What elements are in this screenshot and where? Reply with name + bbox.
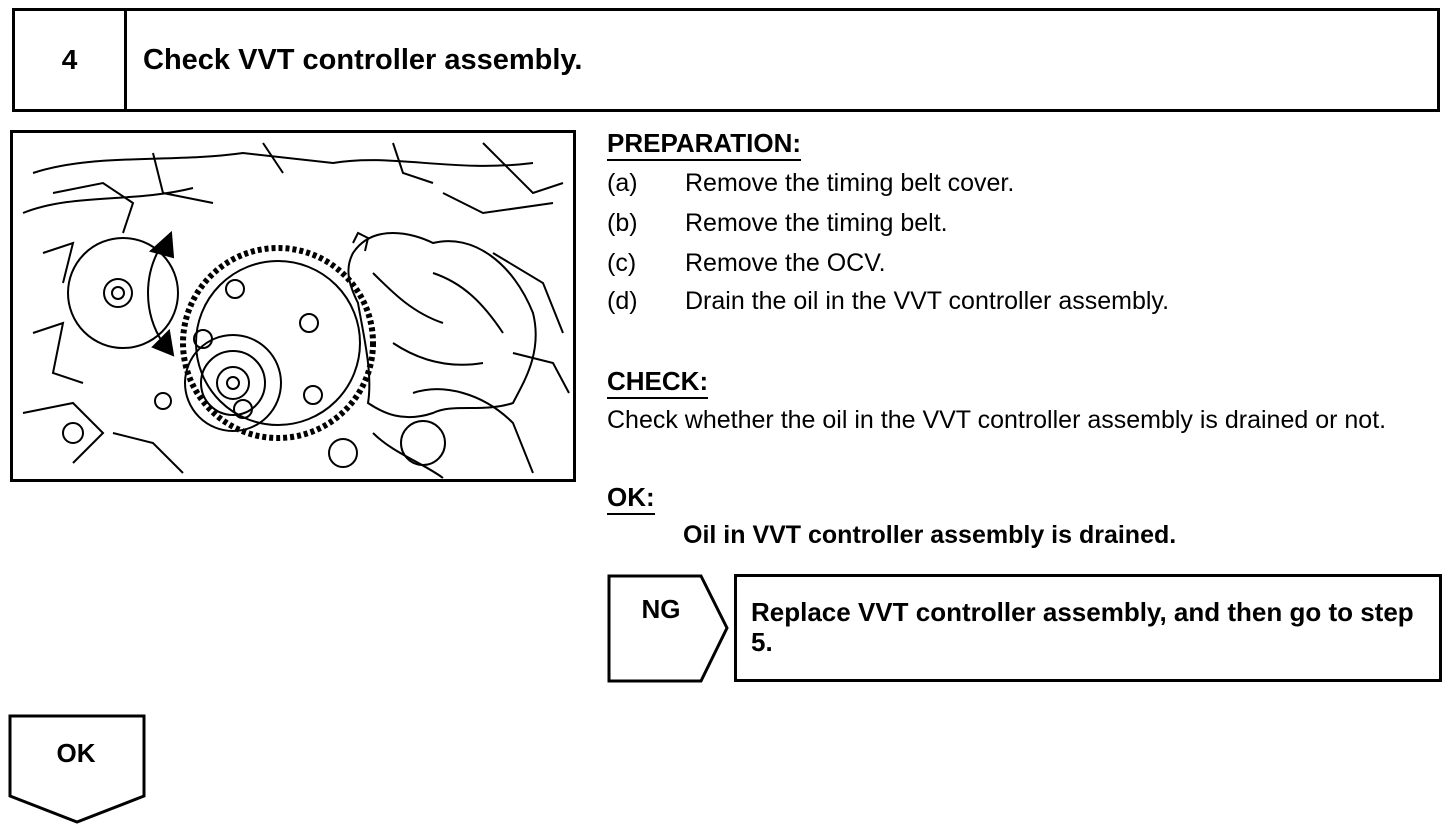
ng-flag: NG	[607, 574, 729, 684]
preparation-item: (c) Remove the OCV.	[607, 248, 886, 278]
ok-arrow-label: OK	[56, 738, 96, 768]
ok-down-arrow-icon	[8, 714, 146, 824]
ok-criteria: Oil in VVT controller assembly is draine…	[683, 521, 1177, 549]
check-text: Check whether the oil in the VVT control…	[607, 406, 1387, 434]
item-label: (c)	[607, 249, 637, 277]
vvt-controller-illustration	[10, 130, 576, 482]
ng-pentagon-icon	[607, 574, 729, 683]
preparation-item: (a) Remove the timing belt cover.	[607, 168, 1014, 198]
ng-result-box: Replace VVT controller assembly, and the…	[734, 574, 1442, 682]
preparation-item: (d) Drain the oil in the VVT controller a…	[607, 286, 1169, 316]
step-number: 4	[15, 11, 127, 109]
preparation-item: (b) Remove the timing belt.	[607, 208, 948, 238]
item-text: Remove the timing belt cover.	[685, 169, 1015, 197]
check-heading: CHECK:	[607, 366, 709, 399]
item-text: Drain the oil in the VVT controller asse…	[685, 287, 1170, 315]
ok-heading: OK:	[607, 482, 655, 515]
item-label: (a)	[607, 169, 638, 197]
step-header: 4 Check VVT controller assembly.	[12, 8, 1440, 112]
ng-label: NG	[641, 594, 681, 624]
item-text: Remove the OCV.	[685, 249, 886, 277]
ok-flag: OK	[8, 714, 148, 824]
step-title: Check VVT controller assembly.	[143, 43, 583, 76]
preparation-heading: PREPARATION:	[607, 128, 802, 161]
item-label: (b)	[607, 209, 638, 237]
item-text: Remove the timing belt.	[685, 209, 948, 237]
item-label: (d)	[607, 287, 638, 315]
